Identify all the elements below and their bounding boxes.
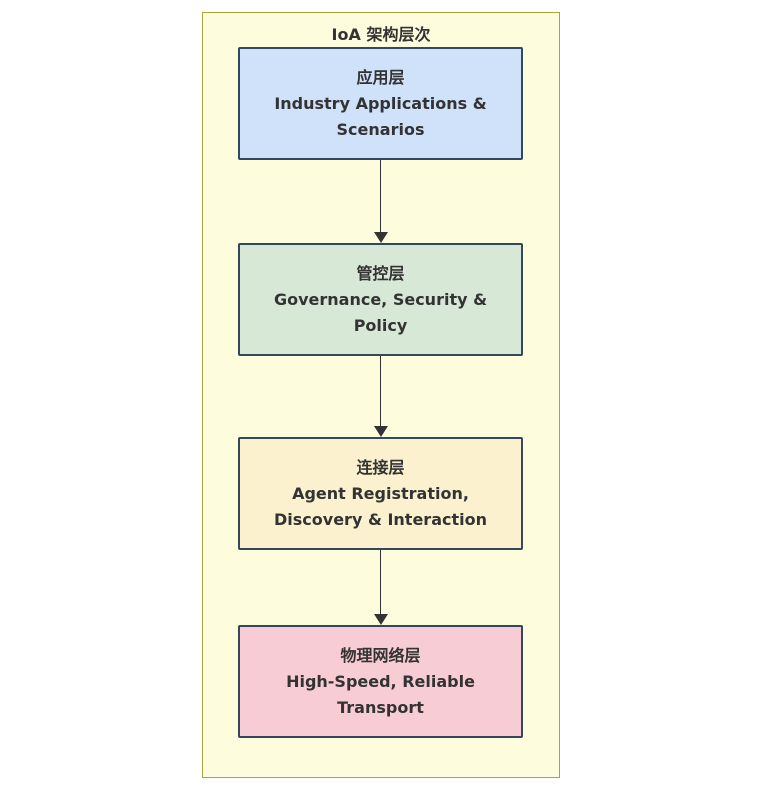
node-governance-layer: 管控层 Governance, Security & Policy xyxy=(238,243,523,356)
node-application-layer: 应用层 Industry Applications & Scenarios xyxy=(238,47,523,160)
node-subtitle-line1: Agent Registration, xyxy=(292,483,469,503)
diagram-title: IoA 架构层次 xyxy=(331,25,431,44)
arrowhead-icon xyxy=(374,232,388,243)
arrowhead-icon xyxy=(374,426,388,437)
node-physical-network-layer: 物理网络层 High-Speed, Reliable Transport xyxy=(238,625,523,738)
node-title-zh: 管控层 xyxy=(356,263,405,283)
node-subtitle-line1: Industry Applications & xyxy=(274,93,487,113)
edge-connection-to-physical xyxy=(380,550,381,614)
node-title-zh: 连接层 xyxy=(356,457,405,477)
node-subtitle-line1: Governance, Security & xyxy=(273,289,488,309)
arrowhead-icon xyxy=(374,614,388,625)
node-subtitle-line2: Scenarios xyxy=(336,119,425,139)
node-title-zh: 物理网络层 xyxy=(340,645,421,665)
node-subtitle-line1: High-Speed, Reliable xyxy=(286,671,475,691)
node-title-zh: 应用层 xyxy=(356,67,405,87)
edge-app-to-governance xyxy=(380,160,381,232)
node-subtitle-line2: Policy xyxy=(353,315,408,335)
node-subtitle-line2: Discovery & Interaction xyxy=(274,509,487,529)
node-subtitle-line2: Transport xyxy=(337,697,424,717)
node-connection-layer: 连接层 Agent Registration, Discovery & Inte… xyxy=(238,437,523,550)
edge-governance-to-connection xyxy=(380,356,381,426)
